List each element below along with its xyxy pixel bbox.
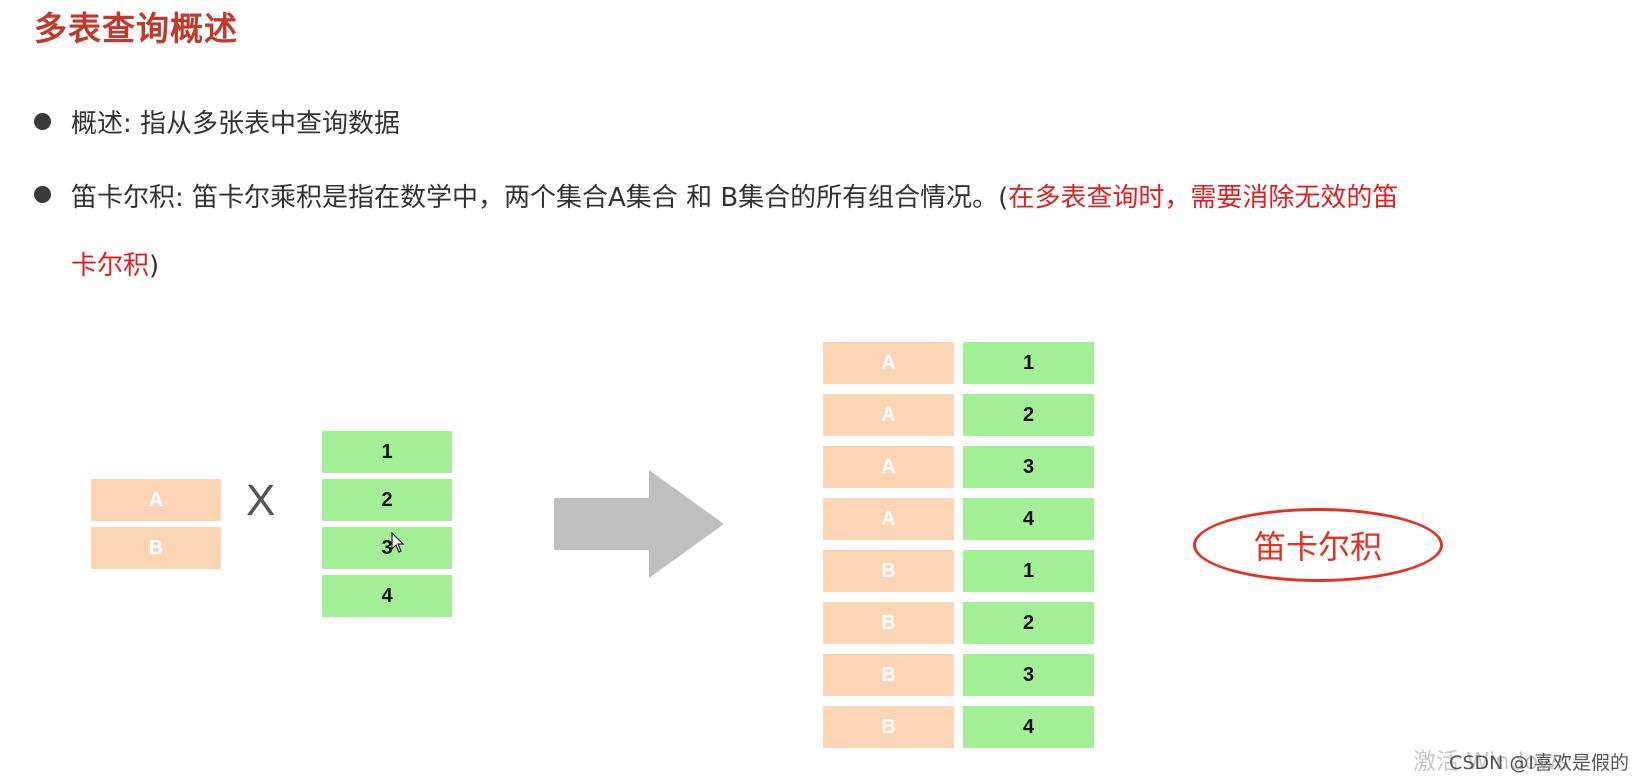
bullet-cartesian-highlight-1: 在多表查询时，需要消除无效的笛 (1008, 183, 1399, 213)
result-right-cell: 1 (963, 550, 1094, 592)
result-right-cell: 1 (963, 342, 1094, 384)
result-right-cell: 4 (963, 498, 1094, 540)
result-left-cell: B (823, 550, 954, 592)
result-right-cell: 2 (963, 602, 1094, 644)
bullet-icon (34, 186, 51, 203)
bullet-icon (34, 113, 51, 130)
result-left-cell: A (823, 342, 954, 384)
activation-watermark: 激活 Windows (1413, 749, 1569, 775)
times-symbol: X (246, 476, 276, 525)
result-left-cell: B (823, 602, 954, 644)
bullet-cartesian-highlight-2: 卡尔积 (71, 251, 150, 281)
result-left-cell: A (823, 394, 954, 436)
result-left-cell: A (823, 498, 954, 540)
result-right-cell: 2 (963, 394, 1094, 436)
set-a-cell: B (91, 527, 221, 569)
set-b-cell: 1 (322, 431, 452, 473)
bullet-cartesian-close: ) (149, 251, 160, 281)
result-left-cell: B (823, 654, 954, 696)
bullet-cartesian-line2: 卡尔积) (71, 245, 159, 282)
right-arrow-icon (554, 470, 724, 578)
result-right-cell: 3 (963, 654, 1094, 696)
result-right-cell: 4 (963, 706, 1094, 748)
mouse-cursor-icon (391, 532, 405, 553)
set-b-cell: 3 (322, 527, 452, 569)
bullet-cartesian-text: 笛卡尔积: 笛卡尔乘积是指在数学中，两个集合A集合 和 B集合的所有组合情况。( (71, 183, 1009, 213)
result-left-cell: B (823, 706, 954, 748)
bullet-overview: 概述: 指从多张表中查询数据 (71, 109, 401, 139)
result-right-cell: 3 (963, 446, 1094, 488)
cartesian-product-label: 笛卡尔积 (1193, 508, 1443, 582)
csdn-watermark: CSDN @I喜欢是假的 (1449, 752, 1629, 774)
result-left-cell: A (823, 446, 954, 488)
set-b-cell: 4 (322, 575, 452, 617)
bullet-cartesian: 笛卡尔积: 笛卡尔乘积是指在数学中，两个集合A集合 和 B集合的所有组合情况。(… (71, 177, 1398, 214)
slide-title: 多表查询概述 (34, 9, 238, 48)
set-a-cell: A (91, 479, 221, 521)
set-b-cell: 2 (322, 479, 452, 521)
